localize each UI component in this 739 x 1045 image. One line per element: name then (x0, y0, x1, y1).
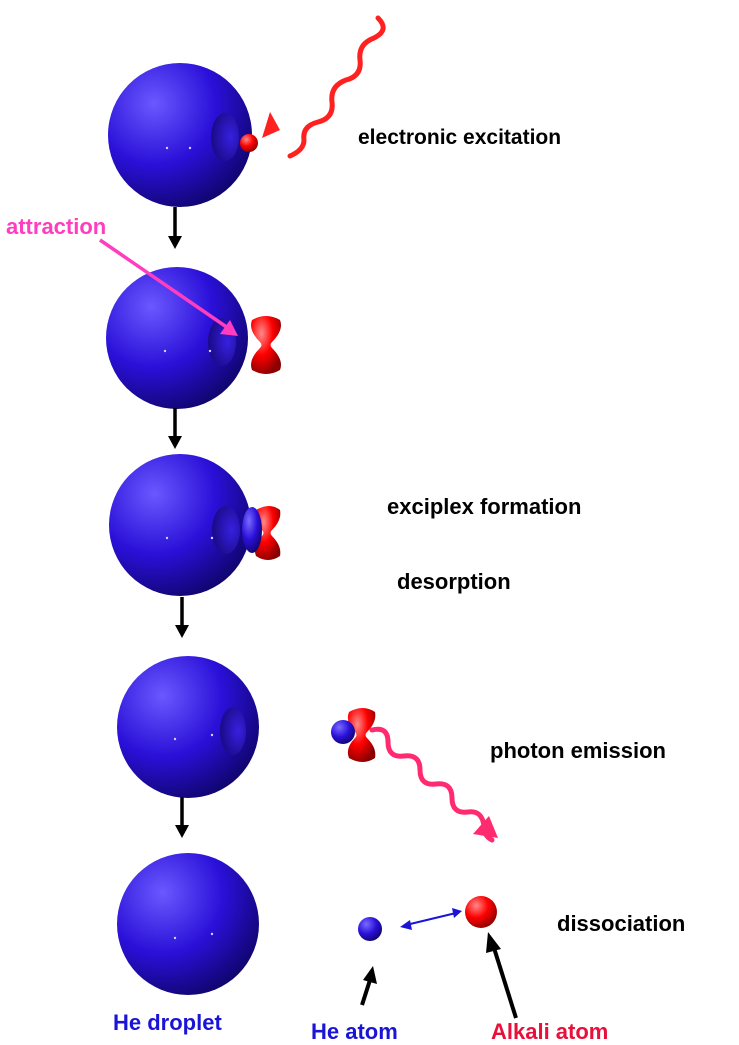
alkali-atom-ground (240, 134, 258, 152)
desorbed-exciplex (331, 708, 376, 762)
incoming-photon-icon (262, 15, 386, 159)
droplet-2 (106, 267, 248, 409)
alkali-atom-pointer-arrow (486, 932, 518, 1019)
droplet-5 (117, 853, 259, 995)
emitted-photon-icon (369, 726, 498, 843)
he-atom-label: He atom (311, 1019, 398, 1044)
droplet-1 (108, 63, 252, 207)
he-atom (358, 917, 382, 941)
attraction-arrow (99, 238, 238, 336)
down-arrow-3 (175, 597, 189, 638)
droplet-3 (109, 454, 251, 596)
exciplex-complex (242, 506, 281, 560)
droplet-4 (117, 656, 259, 798)
alkali-atom-label: Alkali atom (491, 1019, 608, 1044)
he-atom-pointer-arrow (360, 966, 377, 1006)
down-arrow-4 (175, 797, 189, 838)
excited-alkali-orbital (251, 316, 281, 374)
step-label-desorption: desorption (397, 569, 511, 594)
down-arrow-1 (168, 207, 182, 249)
down-arrow-2 (168, 408, 182, 449)
step-label-exciplex-formation: exciplex formation (387, 494, 581, 519)
he-droplet-label: He droplet (113, 1010, 222, 1035)
alkali-atom (465, 896, 497, 928)
step-label-photon-emission: photon emission (490, 738, 666, 763)
step-label-dissociation: dissociation (557, 911, 685, 936)
step-label-electronic-excitation: electronic excitation (358, 126, 561, 149)
separation-double-arrow (400, 908, 462, 930)
attraction-label: attraction (6, 214, 106, 239)
